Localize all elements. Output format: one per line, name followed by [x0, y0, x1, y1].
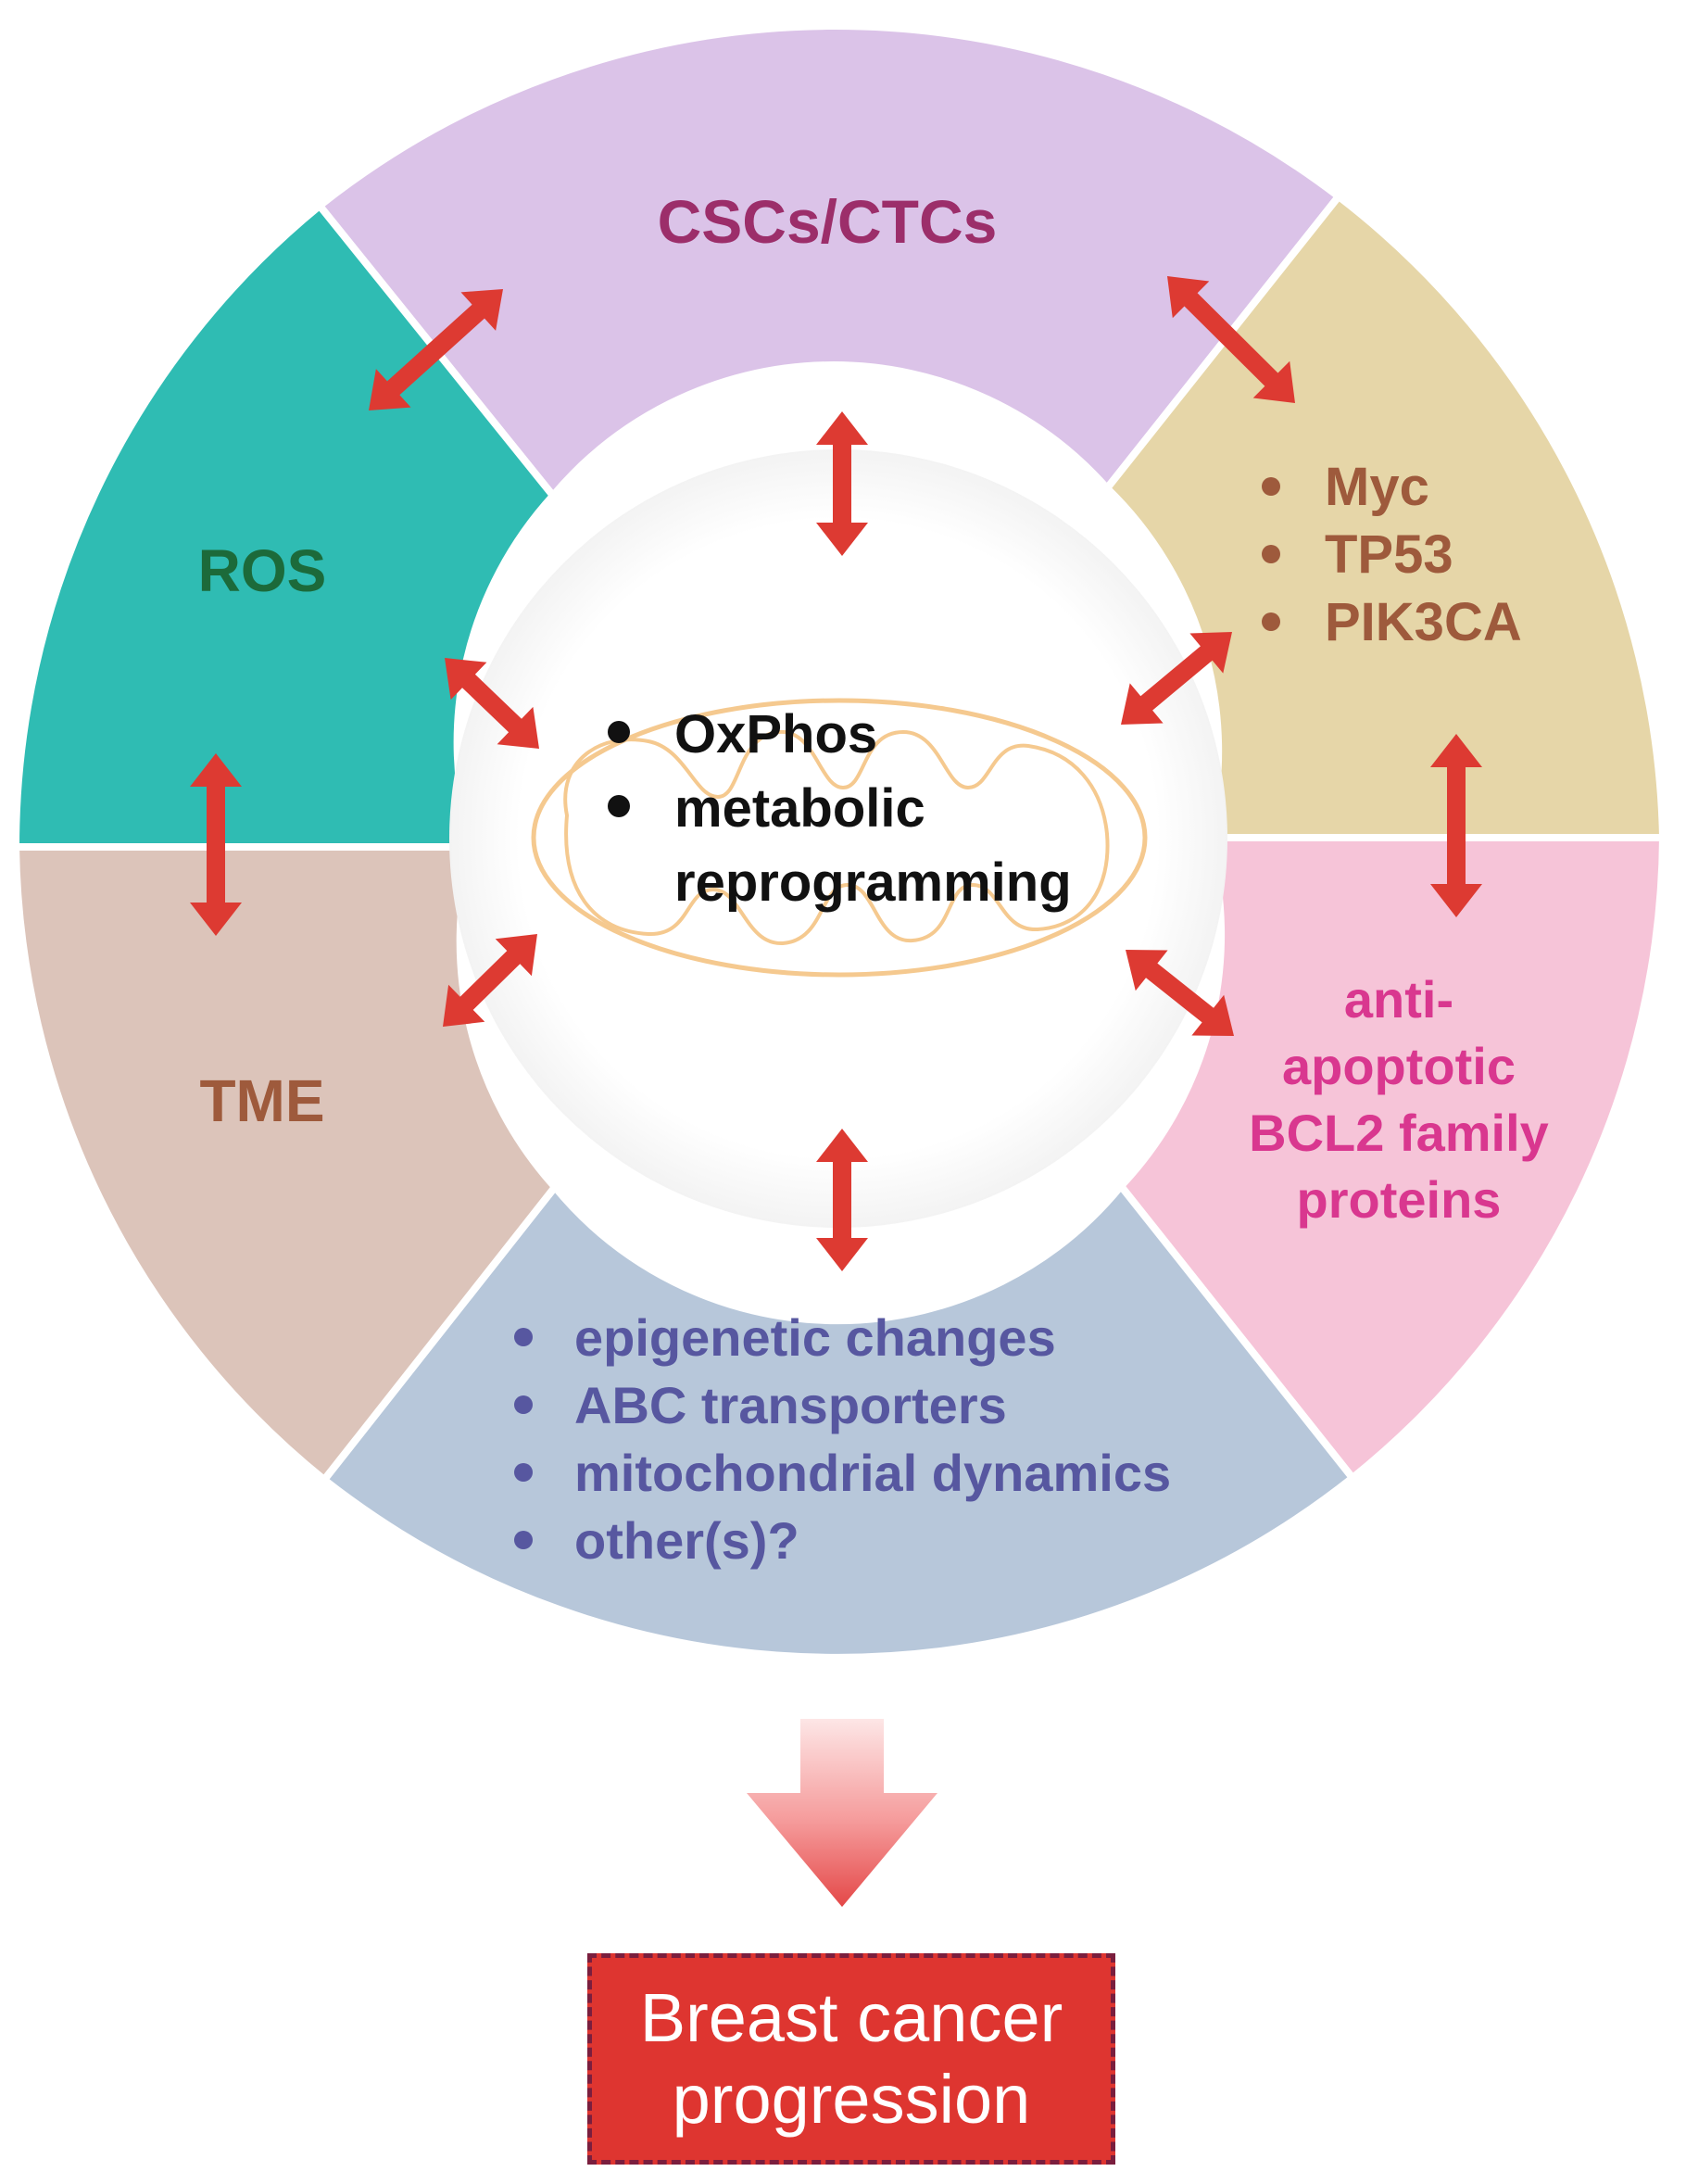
oncogene-item-myc: Myc [1325, 457, 1429, 517]
oncogene-bullet [1262, 545, 1280, 563]
label-ros: ROS [198, 537, 327, 604]
label-cscs-ctcs: CSCs/CTCs [658, 187, 998, 256]
center-item-continuation: reprogramming [674, 852, 1072, 913]
center-circle [449, 449, 1227, 1228]
outcome-box: Breast cancer progression [587, 1953, 1115, 2165]
oncogene-item-tp53: TP53 [1325, 524, 1453, 585]
mechanism-bullet [514, 1395, 533, 1414]
mitochondrion-cristae [563, 729, 1110, 946]
center-item-2: metabolic [674, 778, 925, 839]
segment-tme [11, 843, 560, 1485]
arrow-center-bcl2 [1126, 950, 1234, 1036]
mechanism-item-4: other(s)? [574, 1511, 799, 1570]
center-item-1: OxPhos [674, 704, 877, 764]
progression-arrow [747, 1719, 937, 1907]
mechanism-bullet [514, 1328, 533, 1346]
oncogene-bullet [1262, 477, 1280, 496]
arrows [190, 276, 1482, 1271]
arrow-ros-cscs [369, 289, 503, 410]
segment-bcl2 [1115, 834, 1667, 1483]
mechanism-bullet [514, 1531, 533, 1549]
arrow-center-oncogenes [1121, 632, 1232, 725]
outcome-line-1: Breast cancer [639, 1979, 1063, 2056]
mechanism-bullet [514, 1463, 533, 1482]
arrow-center-mechanisms [816, 1129, 868, 1271]
mitochondrion-outer-membrane [531, 698, 1148, 978]
label-tme: TME [199, 1067, 324, 1134]
segment-mechanisms [319, 1180, 1358, 1661]
segment-cscs-ctcs [314, 22, 1344, 502]
outcome-line-2: progression [672, 2061, 1031, 2138]
oncogene-item-pik3ca: PIK3CA [1325, 592, 1522, 652]
arrow-cscs-oncogenes [1167, 276, 1295, 403]
bcl2-line-1: anti- [1344, 970, 1453, 1029]
mechanism-item-1: epigenetic changes [574, 1308, 1056, 1367]
mitochondrion-icon [531, 698, 1148, 978]
bcl2-line-2: apoptotic [1282, 1037, 1516, 1095]
arrow-cscs-center [816, 411, 868, 556]
bcl2-line-3: BCL2 family [1249, 1104, 1549, 1162]
center-bullet [608, 795, 630, 817]
center-bullet [608, 721, 630, 743]
oncogene-bullet [1262, 612, 1280, 631]
arrow-center-tme [443, 934, 537, 1027]
arrow-oncogenes-bcl2 [1430, 734, 1482, 917]
bcl2-line-4: proteins [1297, 1170, 1502, 1229]
mechanism-item-2: ABC transporters [574, 1376, 1007, 1434]
mechanism-item-3: mitochondrial dynamics [574, 1444, 1171, 1502]
arrow-ros-tme [190, 753, 242, 936]
arrow-center-ros [445, 658, 539, 749]
